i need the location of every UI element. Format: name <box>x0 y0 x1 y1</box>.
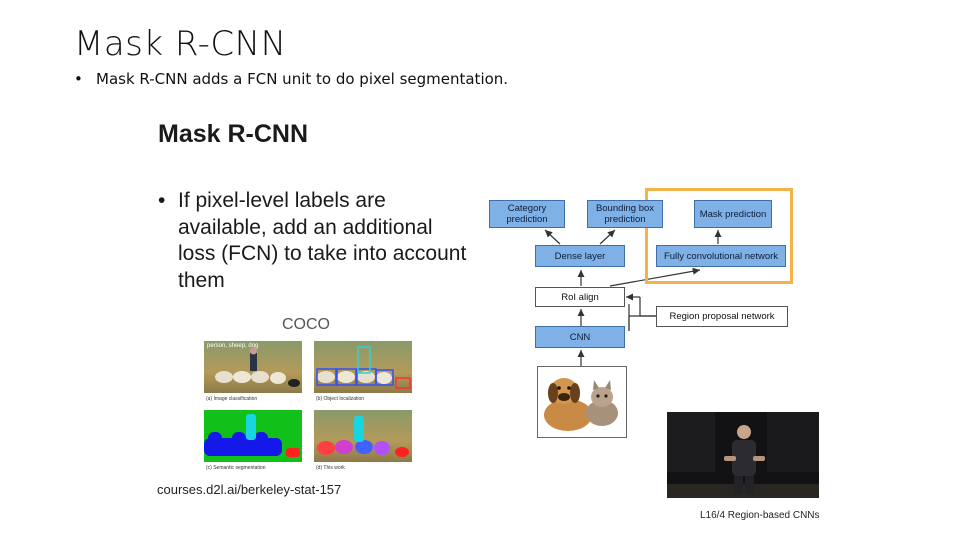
localization-figure <box>316 346 411 389</box>
slide-title: Mask R-CNN <box>74 24 287 64</box>
inner-bullet-dot: • <box>158 189 166 212</box>
coco-label: COCO <box>282 316 330 333</box>
sheep-figure <box>215 347 300 387</box>
bullet-dot: • <box>74 70 83 88</box>
bounding-box-prediction-box: Bounding box prediction <box>587 200 663 228</box>
dog-cat-figure <box>544 378 618 431</box>
coco-caption-c: (c) Semantic segmentation <box>206 465 266 471</box>
video-caption: L16/4 Region-based CNNs <box>700 510 820 521</box>
lecture-video-frame <box>667 412 819 498</box>
mask-prediction-box: Mask prediction <box>694 200 772 228</box>
lecturer-figure <box>667 412 819 498</box>
inner-slide-bullet: • If pixel-level labels are available, a… <box>158 188 468 294</box>
course-url: courses.d2l.ai/berkeley-stat-157 <box>157 482 342 497</box>
coco-panel-classification: person, sheep, dog <box>204 341 302 393</box>
inner-slide-title: Mask R-CNN <box>158 120 309 148</box>
roi-align-box: RoI align <box>535 287 625 307</box>
coco-panel-instance <box>314 410 412 462</box>
mask-branch-highlight <box>645 188 793 284</box>
coco-panel-localization <box>314 341 412 393</box>
coco-caption-a: (a) Image classification <box>206 396 258 402</box>
inner-bullet-text: If pixel-level labels are available, add… <box>178 189 467 292</box>
dense-layer-box: Dense layer <box>535 245 625 267</box>
fcn-box: Fully convolutional network <box>656 245 786 267</box>
coco-caption-d: (d) This work <box>316 465 345 471</box>
slide-bullet-text: Mask R-CNN adds a FCN unit to do pixel s… <box>96 70 509 88</box>
slide-bullet: • Mask R-CNN adds a FCN unit to do pixel … <box>74 70 508 88</box>
region-proposal-network-box: Region proposal network <box>656 306 788 327</box>
cnn-box: CNN <box>535 326 625 348</box>
coco-overlay-label: person, sheep, dog <box>207 343 259 349</box>
instance-figure <box>317 416 409 457</box>
input-image-dog-cat <box>537 366 627 438</box>
coco-caption-b: (b) Object localization <box>316 396 365 402</box>
coco-panel-semantic <box>204 410 302 462</box>
semantic-figure <box>204 414 300 457</box>
category-prediction-box: Category prediction <box>489 200 565 228</box>
